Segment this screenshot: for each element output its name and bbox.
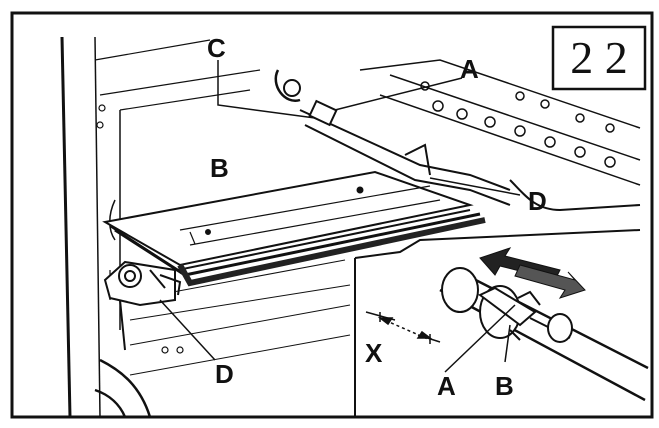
heat-deflector-tray	[102, 170, 486, 287]
figure-frame	[10, 11, 654, 419]
label-b-mid: B	[210, 153, 229, 183]
gas-pipe-top	[274, 69, 511, 206]
figure-number-badge: 2 2	[551, 25, 647, 91]
label-b-bottom: B	[495, 371, 514, 401]
burner-plate-top	[359, 59, 641, 186]
callout-leaders	[159, 60, 521, 373]
lower-pipe	[94, 346, 184, 418]
detail-inset	[354, 179, 641, 417]
label-c: C	[207, 33, 226, 63]
slide-arrows-icon	[479, 247, 586, 299]
figure-number: 2 2	[570, 32, 628, 83]
label-a-top: A	[460, 54, 479, 84]
label-d-right: D	[528, 186, 547, 216]
detail-pipe	[439, 267, 649, 402]
x-dimension-marker	[365, 311, 441, 344]
label-a-bottom: A	[437, 371, 456, 401]
label-d-bottom: D	[215, 359, 234, 389]
label-x: X	[365, 338, 383, 368]
burner-valve-assembly	[103, 260, 182, 351]
